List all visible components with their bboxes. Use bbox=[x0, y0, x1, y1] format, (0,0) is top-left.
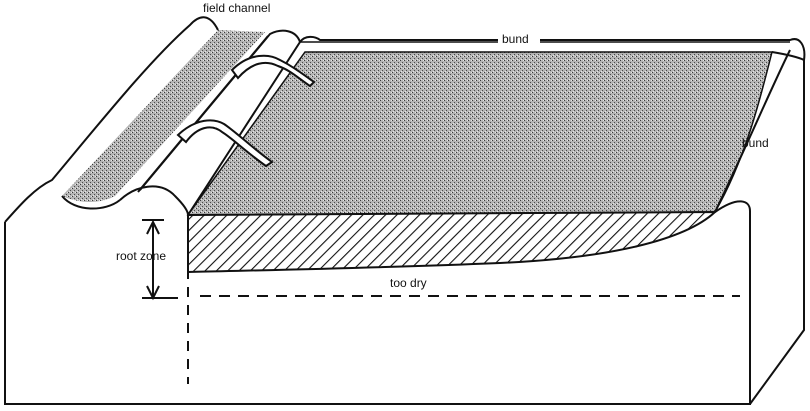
root-zone-arrow-up-head bbox=[146, 219, 160, 235]
label-root-zone: root zone bbox=[116, 249, 166, 263]
block-right-face bbox=[749, 60, 805, 405]
field-channel-bed bbox=[61, 195, 121, 210]
label-bund-right: bund bbox=[742, 136, 769, 150]
label-bund-top: bund bbox=[502, 32, 529, 46]
block-front-face bbox=[4, 211, 751, 405]
label-field-channel: field channel bbox=[203, 1, 270, 15]
right-bund bbox=[714, 51, 805, 213]
root-zone-arrow-down-head bbox=[146, 285, 160, 301]
siphon-pipe-lower bbox=[176, 119, 274, 168]
root-zone-soil bbox=[187, 210, 718, 274]
label-too-dry: too dry bbox=[390, 276, 427, 290]
right-bund-ridge bbox=[714, 49, 791, 213]
left-bund bbox=[4, 16, 219, 223]
field-channel-water bbox=[62, 30, 265, 202]
siphon-pipe-upper bbox=[230, 54, 316, 88]
